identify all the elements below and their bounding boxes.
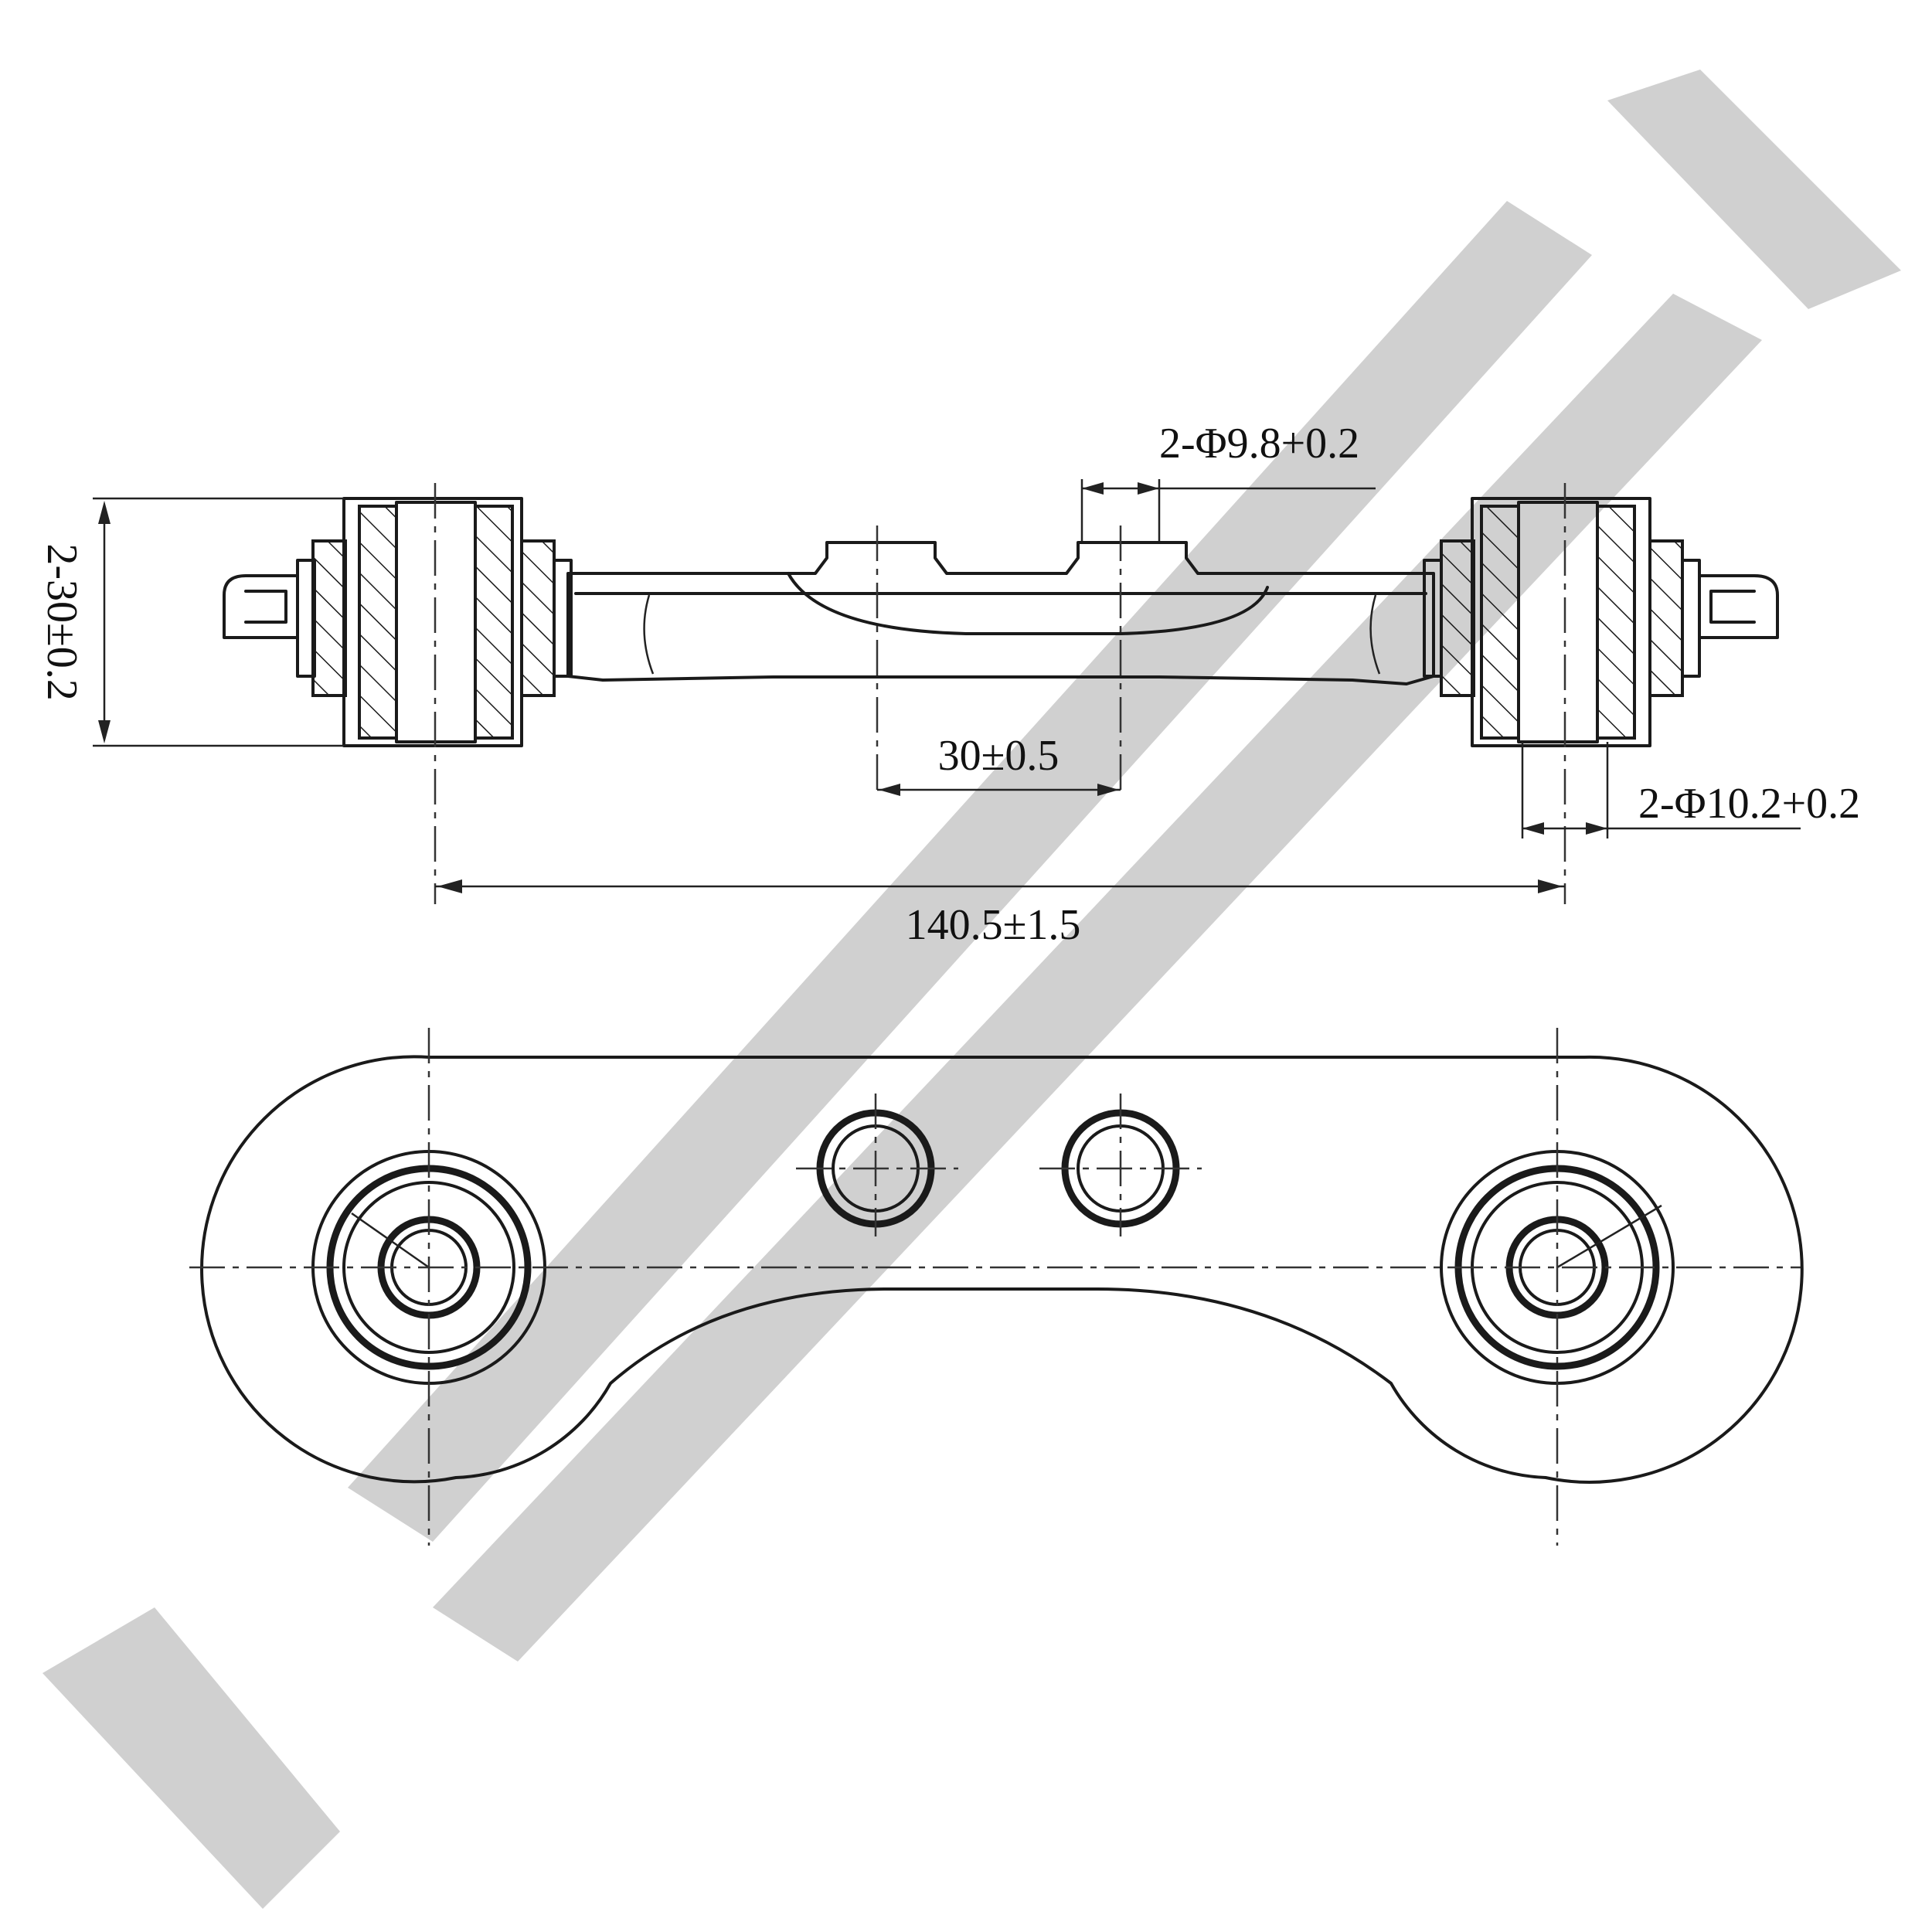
dimension-large-hole-label: 2-Φ10.2+0.2 bbox=[1638, 780, 1860, 828]
dimension-small-hole-label: 2-Φ9.8+0.2 bbox=[1159, 420, 1359, 468]
dimension-center-distance-label: 140.5±1.5 bbox=[906, 901, 1081, 949]
left-bushing-section bbox=[223, 497, 573, 747]
plan-view bbox=[189, 1028, 1804, 1546]
section-view bbox=[223, 483, 1779, 904]
watermark-logo bbox=[43, 70, 1901, 1909]
right-bushing-section bbox=[1423, 497, 1779, 747]
dimension-bush-width-label: 2-30±0.2 bbox=[38, 543, 86, 700]
dimension-small-hole-spacing-label: 30±0.5 bbox=[938, 732, 1060, 780]
dimension-center-distance: 140.5±1.5 bbox=[435, 879, 1565, 949]
dimension-large-hole: 2-Φ10.2+0.2 bbox=[1521, 742, 1860, 838]
dimension-bush-width: 2-30±0.2 bbox=[38, 497, 344, 747]
dimension-small-hole: 2-Φ9.8+0.2 bbox=[1080, 420, 1376, 541]
dimension-small-hole-spacing: 30±0.5 bbox=[877, 732, 1121, 796]
